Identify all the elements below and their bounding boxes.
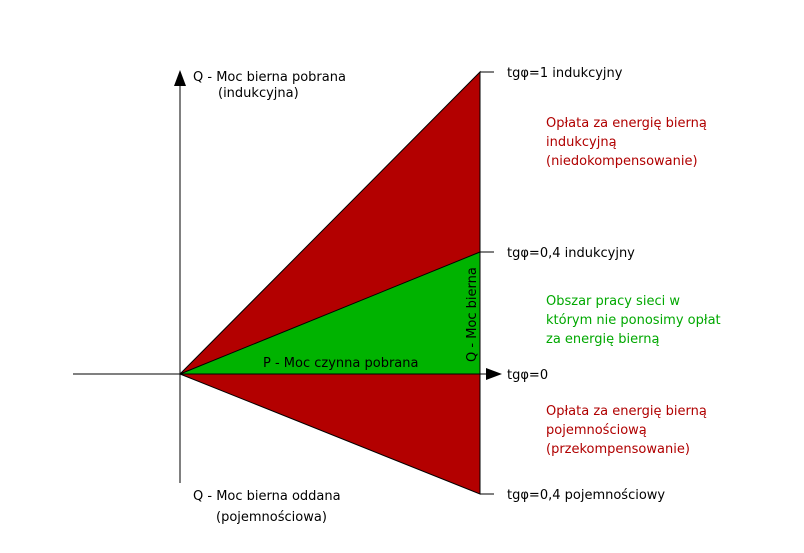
tg04-inductive-line: [179, 251, 481, 375]
inductive-note-line2: indukcyjną: [546, 135, 617, 150]
p-axis-label: P - Moc czynna pobrana: [263, 356, 418, 371]
ok-zone-note-line3: za energię bierną: [546, 332, 659, 347]
region-outline: [179, 70, 481, 495]
capacitive-note-line2: pojemnościową: [546, 423, 647, 438]
capacitive-note-line1: Opłata za energię bierną: [546, 404, 707, 419]
tg0-label: tgφ=0: [507, 368, 548, 383]
q-negative-sublabel: (pojemnościowa): [216, 510, 327, 525]
ok-zone-note-line2: którym nie ponosimy opłat: [546, 313, 721, 328]
vertical-axis-arrow-icon: [174, 70, 186, 86]
q-vertical-label: Q - Moc bierna: [465, 267, 480, 362]
q-positive-label: Q - Moc bierna pobrana: [193, 70, 346, 85]
capacitive-note-line3: (przekompensowanie): [546, 442, 690, 457]
tg04-capacitive-label: tgφ=0,4 pojemnościowy: [507, 488, 665, 503]
horizontal-axis-arrow-icon: [486, 368, 502, 380]
tg04-inductive-label: tgφ=0,4 indukcyjny: [507, 246, 635, 261]
inductive-note-line3: (niedokompensowanie): [546, 154, 698, 169]
inductive-note-line1: Opłata za energię bierną: [546, 116, 707, 131]
tg1-label: tgφ=1 indukcyjny: [507, 66, 623, 81]
q-negative-label: Q - Moc bierna oddana: [193, 489, 341, 504]
ok-zone-note-line1: Obszar pracy sieci w: [546, 294, 680, 309]
q-positive-sublabel: (indukcyjna): [218, 86, 299, 101]
